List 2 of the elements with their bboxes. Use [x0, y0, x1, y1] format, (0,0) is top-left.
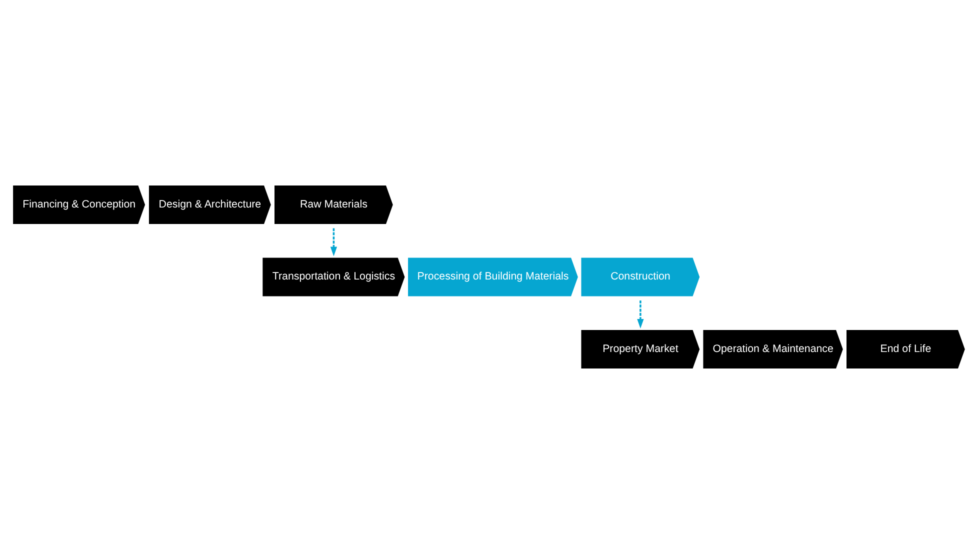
- arrow: [637, 300, 644, 328]
- arrow: [330, 228, 338, 256]
